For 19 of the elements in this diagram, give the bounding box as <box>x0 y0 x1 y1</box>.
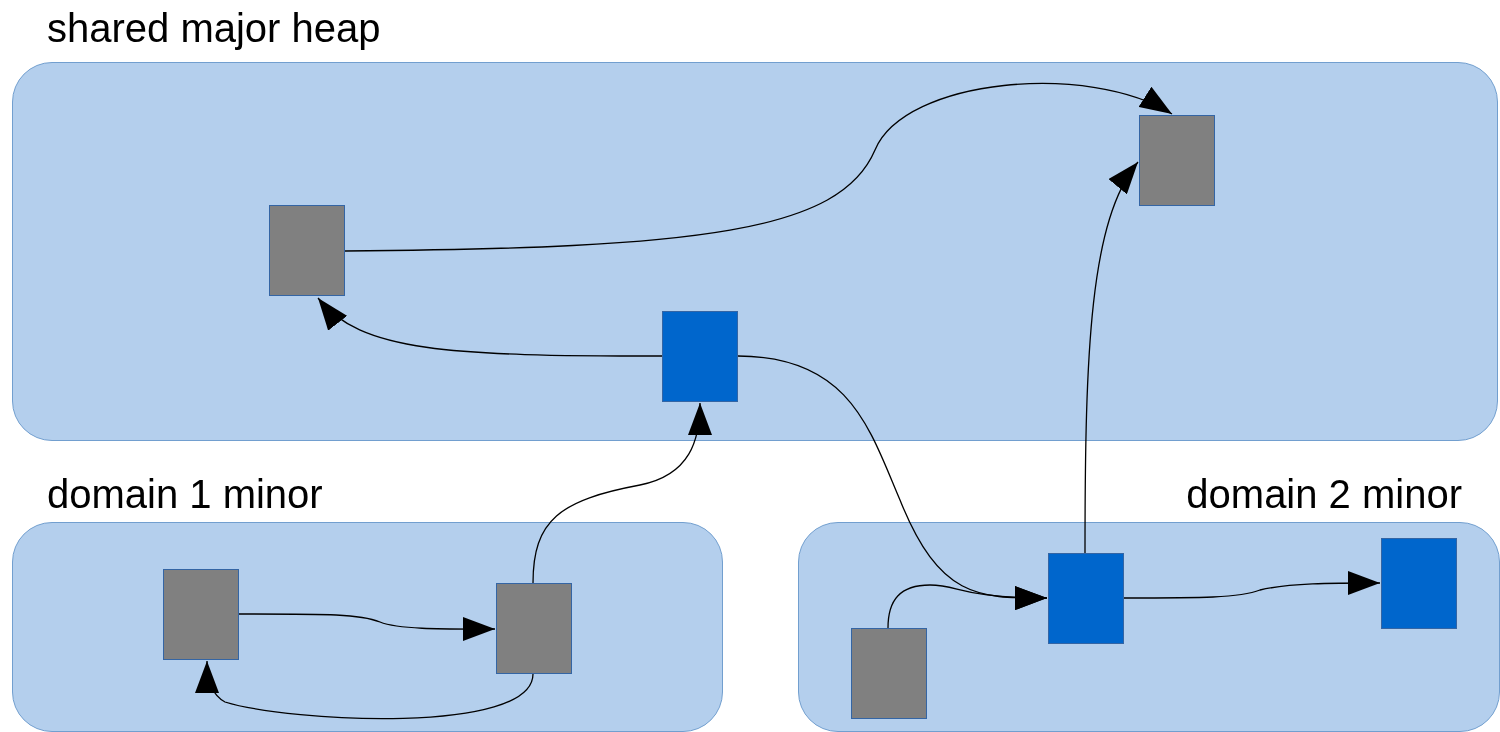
region-title: domain 1 minor <box>47 471 323 518</box>
memory-block <box>662 311 738 402</box>
memory-block <box>163 569 239 660</box>
pointer-arrow <box>887 584 1048 629</box>
pointer-arrow <box>532 402 712 584</box>
memory-block <box>496 583 572 674</box>
pointer-arrow <box>317 297 663 357</box>
pointer-arrow <box>238 613 496 642</box>
pointer-arrow <box>1084 161 1139 554</box>
pointer-arrow <box>344 82 1173 252</box>
pointer-arrow <box>1123 571 1381 599</box>
memory-block <box>269 205 345 296</box>
memory-block <box>851 628 927 719</box>
region-title: domain 2 minor <box>1186 471 1462 518</box>
memory-block <box>1139 115 1215 206</box>
memory-block <box>1048 553 1124 644</box>
pointer-arrow <box>195 660 534 720</box>
region-title: shared major heap <box>47 5 381 52</box>
memory-block <box>1381 538 1457 629</box>
